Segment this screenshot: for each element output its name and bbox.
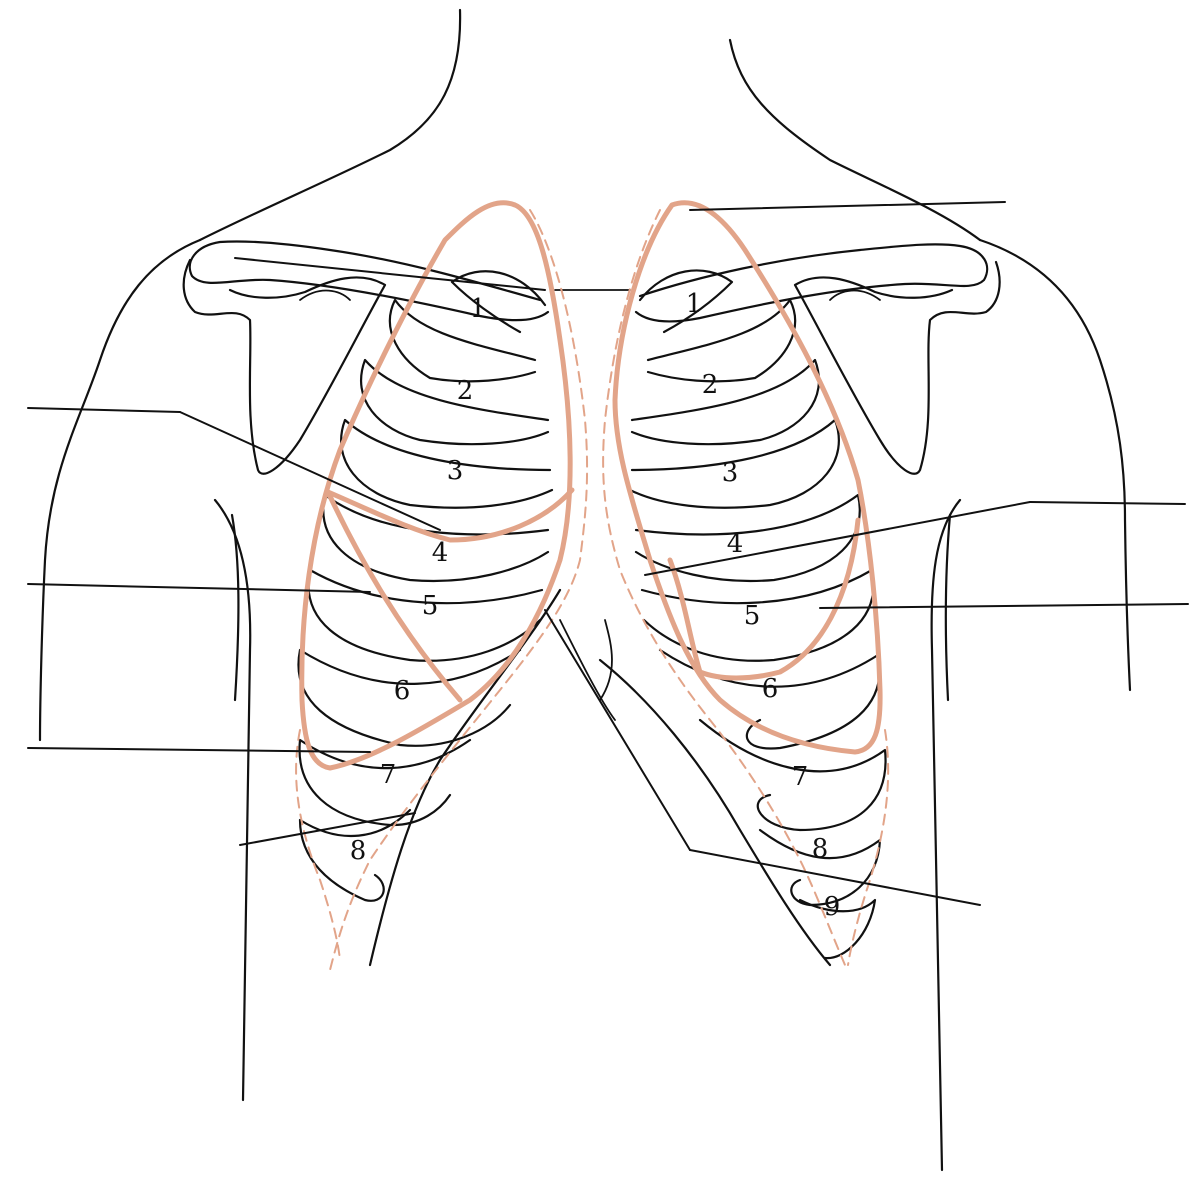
left-rib-label-6: 6 [762, 674, 779, 704]
right-shoulder-arm [38, 238, 202, 742]
leader-line-7 [644, 501, 1031, 576]
right-rib-label-3: 3 [447, 456, 464, 486]
right-rib-1 [450, 270, 547, 334]
leader-lines [27, 201, 1189, 906]
left-coracoid [829, 289, 881, 301]
left-pleura-border [602, 209, 846, 966]
right-rib-6 [307, 568, 544, 662]
left-rib-4 [628, 418, 840, 509]
left-rib-8 [698, 718, 887, 832]
left-arm-inner [944, 513, 952, 702]
leader-line-4 [239, 812, 416, 846]
left-rib-label-1: 1 [686, 289, 703, 319]
right-rib-label-5: 5 [422, 591, 439, 621]
left-rib-1 [638, 269, 734, 334]
right-lung-outline [299, 200, 573, 771]
left-rib-label-2: 2 [702, 370, 719, 400]
pleural-boundaries [295, 209, 890, 971]
right-costal-margin [368, 588, 562, 967]
neck-left-edge [728, 38, 982, 242]
right-horizontal-fissure [325, 487, 575, 543]
rib-number-labels: 1 2 3 4 5 6 7 8 1 2 3 4 5 6 7 8 9 [350, 289, 841, 922]
neck-right-edge [198, 8, 462, 242]
right-rib-3 [359, 358, 550, 446]
left-axilla-line [930, 498, 962, 1172]
lung-outlines [299, 200, 883, 771]
right-rib-label-8: 8 [350, 836, 367, 866]
left-shoulder-arm [978, 238, 1132, 692]
right-rib-label-6: 6 [394, 676, 411, 706]
right-rib-8 [298, 738, 472, 827]
right-pleura-lateral [295, 729, 341, 961]
left-rib-label-5: 5 [744, 601, 761, 631]
right-rib-7 [297, 648, 522, 747]
right-rib-label-2: 2 [457, 376, 474, 406]
right-coracoid [299, 289, 351, 301]
right-rib-label-1: 1 [470, 294, 487, 324]
leader-line-1b [179, 411, 441, 531]
left-rib-7 [658, 648, 881, 750]
leader-line-9b [689, 849, 981, 906]
left-costal-margin [598, 658, 832, 967]
leader-line-6 [689, 201, 1006, 211]
right-pleura-border [329, 209, 589, 971]
left-clavicle [634, 243, 989, 323]
left-rib-5 [634, 493, 861, 583]
right-arm-inner [230, 513, 240, 702]
right-axilla-line [213, 498, 252, 1102]
body-outline [38, 8, 1132, 1172]
leader-line-9 [544, 609, 691, 851]
left-rib-10 [798, 898, 877, 960]
rib-cage [297, 269, 887, 967]
left-oblique-fissure [667, 517, 861, 681]
left-rib-label-8: 8 [812, 834, 829, 864]
left-rib-label-3: 3 [722, 458, 739, 488]
left-rib-2 [646, 298, 797, 383]
sternum [554, 289, 631, 721]
right-oblique-fissure [325, 489, 463, 703]
leader-line-5 [234, 257, 546, 291]
leader-line-2 [27, 583, 371, 593]
right-rib-label-7: 7 [380, 760, 397, 790]
right-clavicle [188, 240, 550, 322]
left-rib-6 [640, 568, 875, 662]
left-scapula [793, 260, 1001, 475]
left-rib-label-7: 7 [792, 762, 809, 792]
shoulder-girdle [182, 240, 1001, 475]
left-rib-label-4: 4 [727, 529, 744, 559]
leader-line-1 [27, 407, 181, 413]
left-pleura-lateral [847, 729, 890, 966]
left-rib-label-9: 9 [824, 892, 841, 922]
left-lung-outline [612, 200, 883, 755]
right-scapula [182, 258, 387, 475]
leader-line-7b [1029, 501, 1186, 505]
right-rib-5 [322, 493, 550, 583]
right-rib-label-4: 4 [432, 538, 449, 568]
right-rib-4 [340, 418, 554, 509]
left-rib-3 [630, 358, 821, 446]
left-rib-9 [758, 828, 882, 907]
leader-line-8 [819, 603, 1189, 609]
leader-line-3 [27, 747, 371, 753]
right-rib-9 [298, 808, 412, 902]
